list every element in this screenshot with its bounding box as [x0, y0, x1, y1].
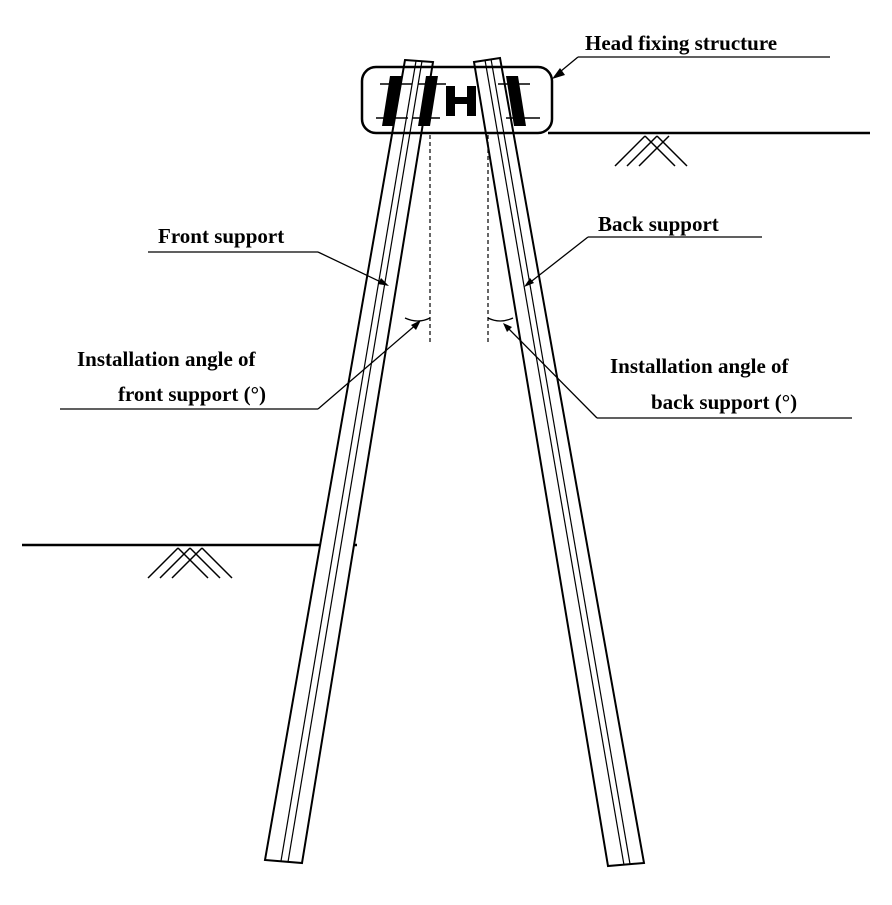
- h-beam-icon: [446, 86, 476, 116]
- head-fixing-structure: [360, 65, 554, 135]
- back-support-pile: [472, 56, 646, 868]
- upper-ground-hatch-icon: [614, 135, 688, 167]
- front-angle-leader: [60, 320, 421, 410]
- front-angle-label-line2: front support (°): [118, 382, 266, 406]
- back-support-label: Back support: [598, 212, 719, 236]
- back-support-leader: [524, 236, 762, 287]
- head-fixing-leader: [552, 56, 830, 79]
- front-angle-arc: [404, 317, 431, 322]
- back-angle-label-line1: Installation angle of: [610, 354, 790, 378]
- front-angle-label-line1: Installation angle of: [77, 347, 257, 371]
- back-angle-label-line2: back support (°): [651, 390, 797, 414]
- back-angle-leader: [503, 323, 852, 419]
- upper-ground-surface: [548, 131, 870, 167]
- front-support-leader: [148, 251, 389, 286]
- front-support-pile: [263, 58, 435, 865]
- lower-ground-surface: [22, 543, 357, 579]
- front-support-label: Front support: [158, 224, 284, 248]
- head-fixing-label: Head fixing structure: [585, 31, 777, 55]
- lower-ground-hatch-icon: [147, 547, 233, 579]
- back-angle-arc: [487, 317, 514, 322]
